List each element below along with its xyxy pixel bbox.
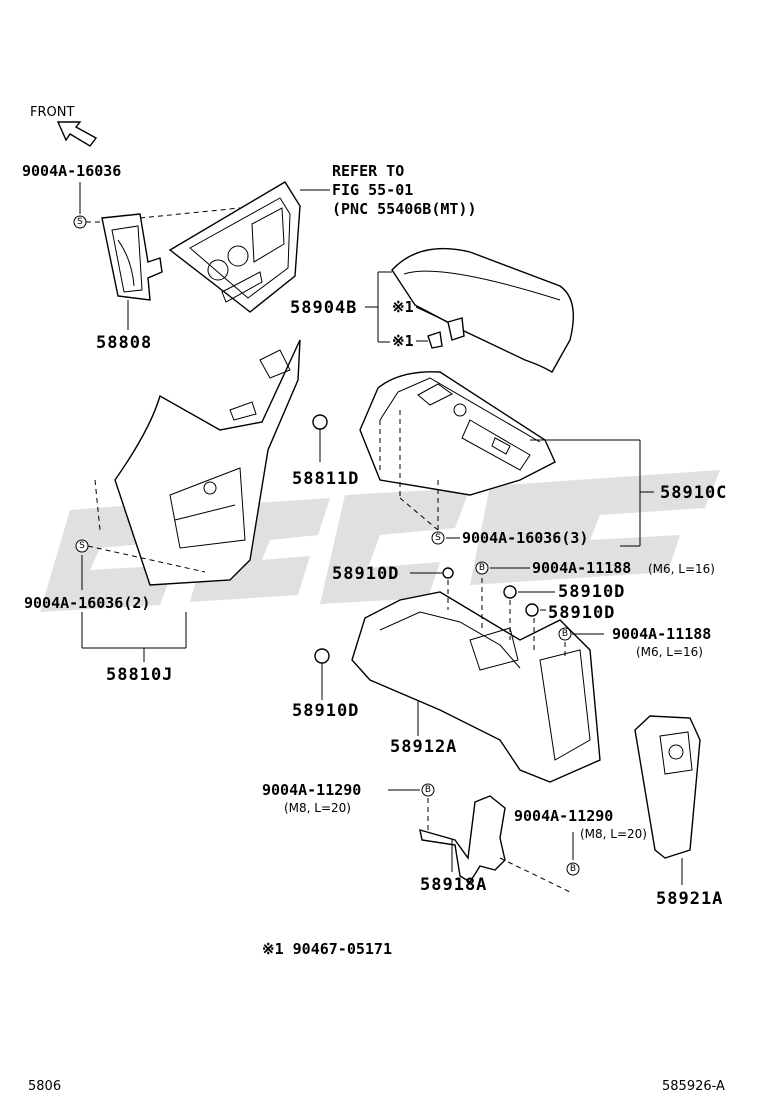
label-9004A-16036-2: 9004A-16036(2) (24, 594, 150, 612)
refer-line3: (PNC 55406B(MT)) (332, 200, 477, 218)
callout-labels: 9004A-16036 REFER TO FIG 55-01 (PNC 5540… (22, 162, 727, 1094)
bubble-markers: S S S B B B B (73, 215, 580, 876)
label-58910D-1: 58910D (332, 564, 399, 584)
b-bubble-4 (566, 862, 580, 876)
svg-text:B: B (562, 629, 568, 639)
part-58811D-knob (312, 414, 328, 440)
svg-text:B: B (479, 563, 485, 573)
label-9004A-16036-top: 9004A-16036 (22, 162, 121, 180)
part-58921A-side-panel (634, 715, 701, 859)
mark-x1-b: ※1 (392, 332, 414, 350)
label-58910D-4: 58910D (292, 701, 359, 721)
label-9004A-11290-2: 9004A-11290 (514, 807, 613, 825)
b-bubble-2 (558, 627, 572, 641)
label-58918A: 58918A (420, 875, 487, 895)
mark-x1-a: ※1 (392, 298, 414, 316)
label-58910D-2: 58910D (558, 582, 625, 602)
label-9004A-11290-1: 9004A-11290 (262, 781, 361, 799)
label-58808: 58808 (96, 333, 152, 353)
label-9004A-11188-2: 9004A-11188 (612, 625, 711, 643)
label-58910D-3: 58910D (548, 603, 615, 623)
svg-text:S: S (435, 533, 441, 543)
footnote: ※1 90467-05171 (262, 940, 392, 958)
part-58810J-panel (114, 339, 301, 586)
spec-9004A-11290-1: (M8, L=20) (284, 801, 351, 815)
refer-line2: FIG 55-01 (332, 181, 413, 199)
s-bubble-1 (73, 215, 87, 229)
refer-line1: REFER TO (332, 162, 404, 180)
leader-lines (79, 182, 683, 893)
part-58808-boot (101, 213, 163, 301)
front-label: FRONT (30, 105, 74, 120)
s-bubble-2 (431, 531, 445, 545)
b-bubble-1 (475, 561, 489, 575)
label-9004A-11188-1: 9004A-11188 (532, 559, 631, 577)
label-9004A-16036-3: 9004A-16036(3) (462, 529, 588, 547)
label-58910C: 58910C (660, 483, 727, 503)
footer-left: 5806 (28, 1079, 61, 1094)
b-bubble-3 (421, 783, 435, 797)
part-58910D-plugs (314, 567, 539, 664)
svg-text:B: B (570, 864, 576, 874)
label-58811D: 58811D (292, 469, 359, 489)
label-58904B: 58904B (290, 298, 357, 318)
svg-text:S: S (77, 217, 83, 227)
front-arrow: FRONT (30, 105, 98, 147)
part-58910C-console (359, 371, 556, 496)
part-58918A-bracket (419, 795, 506, 883)
part-58912A-lower-console (351, 591, 601, 783)
part-refer-panel (168, 181, 301, 313)
label-58912A: 58912A (390, 737, 457, 757)
label-58921A: 58921A (656, 889, 723, 909)
svg-text:B: B (425, 785, 431, 795)
svg-text:S: S (79, 541, 85, 551)
spec-9004A-11290-2: (M8, L=20) (580, 827, 647, 841)
s-bubble-3 (75, 539, 89, 553)
footer-right: 585926-A (662, 1079, 725, 1094)
label-58810J: 58810J (106, 665, 173, 685)
part-58904B-lid (391, 247, 574, 373)
spec-9004A-11188-2: (M6, L=16) (636, 645, 703, 659)
spec-9004A-11188-1: (M6, L=16) (648, 562, 715, 576)
